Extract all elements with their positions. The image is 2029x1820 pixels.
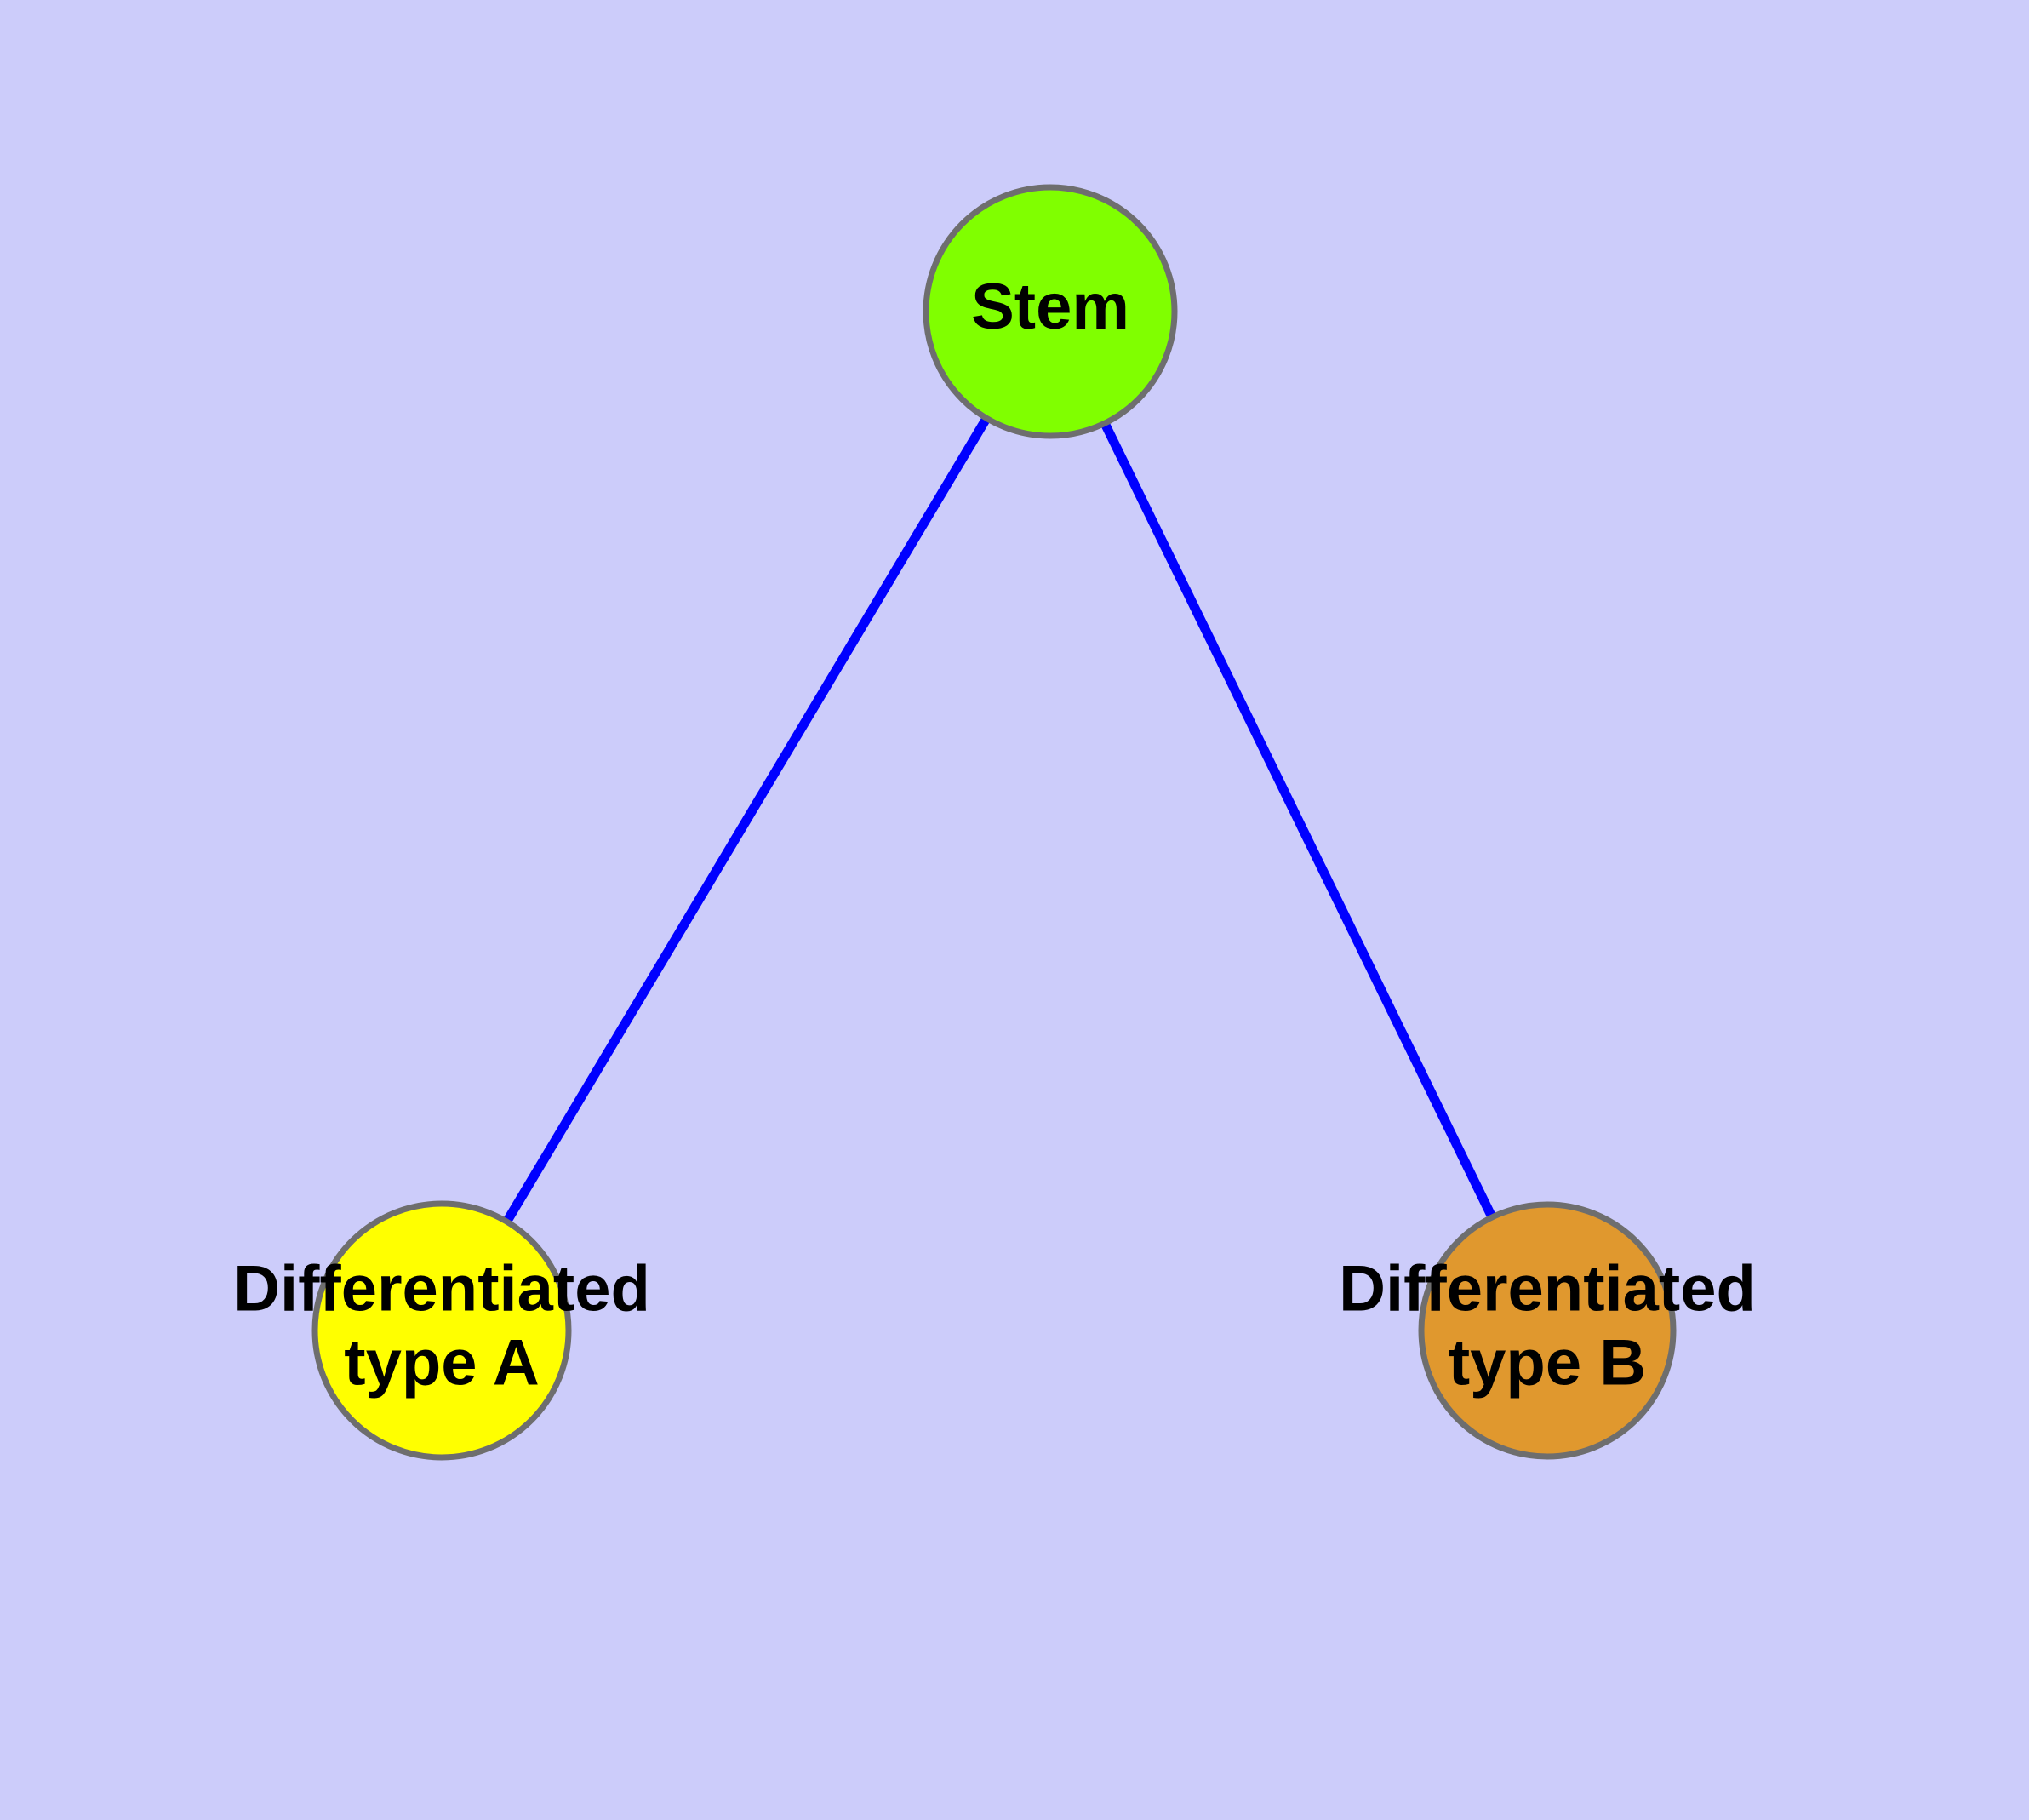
node-label-line: type A bbox=[344, 1326, 539, 1399]
node-label-line: Differentiated bbox=[233, 1253, 650, 1325]
node-label-line: Differentiated bbox=[1339, 1253, 1756, 1325]
node-label-line: type B bbox=[1449, 1326, 1646, 1399]
node-diff-b[interactable] bbox=[1418, 1201, 1677, 1460]
node-diff-a[interactable] bbox=[311, 1200, 572, 1461]
node-label-line: Stem bbox=[971, 271, 1129, 343]
node-circles bbox=[311, 184, 1677, 1461]
edges-layer bbox=[437, 309, 1552, 1333]
edge-stem-to-diff-b[interactable] bbox=[1046, 309, 1552, 1333]
node-stem[interactable] bbox=[923, 184, 1178, 439]
edge-stem-to-diff-a[interactable] bbox=[437, 309, 1055, 1333]
node-label-stem: Stem bbox=[971, 271, 1129, 343]
